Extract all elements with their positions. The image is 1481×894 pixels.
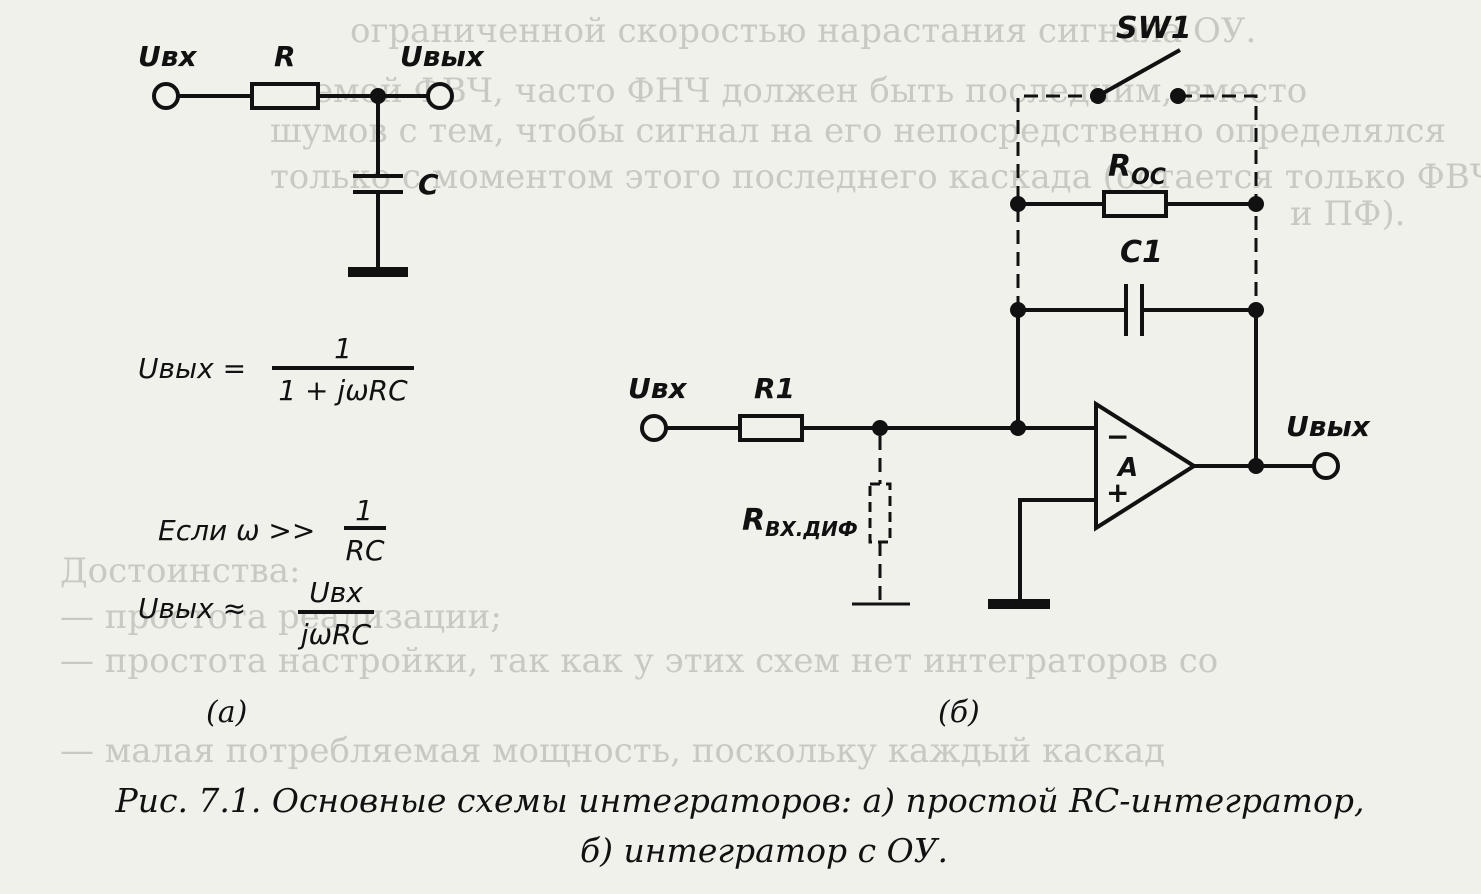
opamp-plus: +: [1106, 476, 1129, 509]
condition-denominator: RC: [345, 534, 384, 567]
label-c1: C1: [1120, 235, 1163, 270]
label-r1: R1: [754, 372, 795, 405]
formula2-denominator: jωRC: [297, 618, 372, 651]
opamp-label: A: [1116, 453, 1138, 483]
circuit-b: SW1 ROC C1 Uвх R1 RВХ.ДИФ: [628, 11, 1371, 730]
bg-line: шумов с тем, чтобы сигнал на его непосре…: [270, 111, 1446, 151]
label-r: R: [274, 40, 296, 73]
wire: [1018, 498, 1096, 602]
condition-text: Если ω >>: [158, 514, 315, 547]
formula1-lhs: Uвых =: [138, 352, 246, 385]
caption-line-1: Рис. 7.1. Основные схемы интеграторов: а…: [115, 781, 1365, 820]
switch-contact: [1170, 88, 1186, 104]
output-terminal: [426, 82, 454, 110]
label-rin: RВХ.ДИФ: [742, 503, 858, 541]
label-roc-main: R: [1108, 149, 1131, 184]
junction-dot: [1248, 458, 1264, 474]
bg-line: ограниченной скоростью нарастания сигнал…: [350, 11, 1256, 51]
circuit-a: Uвх R Uвых C Uвых = 1 1 + jωRC Если ω >>…: [138, 40, 485, 730]
switch-blade: [1097, 48, 1181, 98]
caption-line-2: б) интегратор с ОУ.: [580, 831, 948, 870]
resistor-r: [250, 82, 320, 110]
junction-dot: [1010, 420, 1026, 436]
bg-line: только с моментом этого последнего каска…: [270, 157, 1481, 197]
junction-dot: [872, 420, 888, 436]
bg-line: — малая потребляемая мощность, поскольку…: [60, 731, 1165, 771]
formula1-numerator: 1: [334, 332, 352, 365]
switch-wire-left: [1016, 94, 1098, 310]
formula2-numerator: Uвх: [309, 576, 363, 609]
bg-line: ляемой ФВЧ, часто ФНЧ должен быть послед…: [270, 71, 1307, 111]
bg-line: Достоинства:: [60, 551, 300, 591]
resistor-roc: [1102, 190, 1168, 218]
input-terminal: [152, 82, 180, 110]
junction-dot: [1010, 196, 1026, 212]
label-uout-b: Uвых: [1286, 410, 1371, 443]
label-rin-main: R: [742, 503, 765, 538]
resistor-r1: [738, 414, 804, 442]
formula1-denominator: 1 + jωRC: [278, 374, 408, 407]
label-uout: Uвых: [400, 40, 485, 73]
label-roc: ROC: [1108, 149, 1166, 190]
switch-wire-right: [1178, 94, 1258, 310]
output-terminal: [1312, 452, 1340, 480]
label-uin: Uвх: [138, 40, 197, 73]
label-rin-sub: ВХ.ДИФ: [765, 517, 858, 541]
bg-line: — простота настройки, так как у этих схе…: [60, 641, 1218, 681]
bg-line: и ПФ).: [1290, 194, 1405, 234]
opamp-minus: −: [1106, 420, 1129, 453]
opamp-triangle: [1094, 400, 1198, 532]
label-uin-b: Uвх: [628, 372, 687, 405]
input-terminal: [640, 414, 668, 442]
label-c: C: [418, 168, 439, 201]
formula2-lhs: Uвых ≈: [138, 592, 246, 625]
junction-dot: [1248, 196, 1264, 212]
condition-numerator: 1: [355, 494, 373, 527]
label-roc-sub: OC: [1131, 165, 1166, 190]
tag-b: (б): [938, 695, 980, 730]
tag-a: (а): [206, 695, 247, 730]
label-sw1: SW1: [1116, 11, 1192, 46]
resistor-rin-dif: [868, 482, 892, 544]
bg-line: — простота реализации;: [60, 597, 502, 637]
figure-caption: Рис. 7.1. Основные схемы интеграторов: а…: [115, 781, 1365, 870]
